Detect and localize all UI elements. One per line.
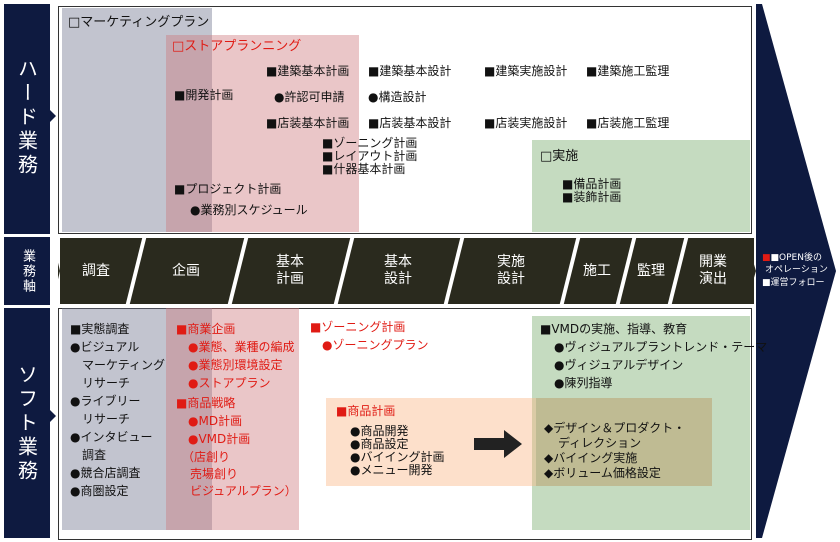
planning-item: ●業態、業種の編成: [188, 340, 295, 354]
after-open-line2: オペレーション: [765, 265, 828, 275]
store-planning-area: [166, 35, 359, 232]
after-open-line3: ■運営フォロー: [762, 278, 825, 288]
research-item: マーケティング: [82, 358, 166, 372]
left-label-column: [4, 4, 50, 538]
phase-basic-plan: 基本 計画: [240, 238, 340, 304]
development-plan: ■開発計画: [174, 88, 234, 102]
vmd-item: ■VMDの実施、指導、教育: [540, 322, 688, 336]
arrow-hard-icon: [50, 110, 56, 122]
zoning-title: ■ゾーニング計画: [310, 320, 406, 334]
store-planning-label: □ストアプランニング: [172, 39, 302, 54]
research-area: [62, 308, 212, 530]
row-label-soft: ソフト業務: [14, 364, 39, 484]
planning-item: ●業態別環境設定: [188, 358, 283, 372]
permit-application: ●許認可申請: [274, 90, 345, 104]
design-item: ◆バイイング実施: [544, 451, 638, 465]
store-basic-design: ■店装基本設計: [368, 116, 452, 130]
store-basic-plan: ■店装基本計画: [266, 116, 350, 130]
planning-area: [166, 308, 299, 530]
research-item: リサーチ: [82, 412, 131, 426]
timeline-arrow: [756, 4, 836, 538]
phase-impl-design: 実施 設計: [456, 238, 566, 304]
vmd-item: ●陳列指導: [554, 376, 613, 390]
research-item: ●インタビュー: [70, 430, 153, 444]
planning-item: ■商品戦略: [176, 396, 236, 410]
fixture-plan: ■什器基本計画: [322, 162, 406, 176]
research-item: リサーチ: [82, 376, 131, 390]
research-item: 調査: [82, 448, 107, 462]
phase-research: 調査: [60, 238, 132, 304]
implementation-label: □実施: [540, 149, 579, 164]
research-item: ●ライブリー: [70, 394, 141, 408]
planning-item: ビジュアルプラン）: [190, 484, 297, 498]
zoning-plan-item: ●ゾーニングプラン: [322, 338, 429, 352]
planning-item: （店創り: [182, 450, 231, 464]
task-schedule: ●業務別スケジュール: [190, 203, 308, 217]
zoning-plan: ■ゾーニング計画: [322, 136, 418, 150]
phase-opening: 開業 演出: [680, 238, 746, 304]
research-item: ●商圏設定: [70, 484, 129, 498]
phase-construction: 施工: [572, 238, 622, 304]
planning-item: 売場創り: [190, 467, 239, 481]
planning-item: ■商業企画: [176, 322, 236, 336]
product-plan-item: ●商品開発: [350, 424, 409, 438]
planning-item: ●VMD計画: [188, 432, 251, 446]
after-open-line1: ■■OPEN後の: [762, 253, 822, 263]
vmd-item: ●ヴィジュアルデザイン: [554, 358, 684, 372]
arrow-soft-icon: [50, 410, 56, 422]
phase-basic-design: 基本 設計: [346, 238, 450, 304]
design-item: ◆デザイン＆プロダクト・: [544, 421, 686, 435]
arch-impl-design: ■建築実施設計: [484, 64, 568, 78]
equipment-plan: ■備品計画: [562, 177, 622, 191]
store-supervision: ■店装施工監理: [586, 116, 670, 130]
project-plan: ■プロジェクト計画: [174, 182, 282, 196]
structural-design: ●構造設計: [368, 90, 427, 104]
product-plan-item: ●商品設定: [350, 437, 409, 451]
vmd-item: ●ヴィジュアルプラントレンド・テーマ: [554, 340, 768, 354]
design-area: [536, 398, 712, 486]
design-item: ◆ボリューム価格設定: [544, 466, 661, 480]
marketing-plan-area: [62, 8, 212, 232]
product-plan-title: ■商品計画: [336, 404, 396, 418]
implementation-area: [532, 140, 750, 232]
research-item: ■実態調査: [70, 322, 130, 336]
product-plan-item: ●バイイング計画: [350, 450, 445, 464]
arch-supervision: ■建築施工監理: [586, 64, 670, 78]
row-label-axis: 業務軸: [20, 248, 35, 294]
arch-basic-design: ■建築基本設計: [368, 64, 452, 78]
store-impl-design: ■店装実施設計: [484, 116, 568, 130]
phase-planning: 企画: [138, 238, 234, 304]
product-plan-item: ●メニュー開発: [350, 463, 433, 477]
layout-plan: ■レイアウト計画: [322, 149, 418, 163]
decoration-plan: ■装飾計画: [562, 190, 622, 204]
research-item: ●ビジュアル: [70, 340, 140, 354]
marketing-plan-label: □マーケティングプラン: [68, 15, 210, 30]
phase-supervision: 監理: [628, 238, 674, 304]
planning-item: ●ストアプラン: [188, 376, 271, 390]
row-label-hard: ハード業務: [14, 58, 39, 178]
design-item: ディレクション: [558, 436, 642, 450]
arch-basic-plan: ■建築基本計画: [266, 64, 350, 78]
research-item: ●競合店調査: [70, 466, 141, 480]
planning-item: ●MD計画: [188, 414, 243, 428]
right-arrow-icon: [474, 430, 522, 458]
